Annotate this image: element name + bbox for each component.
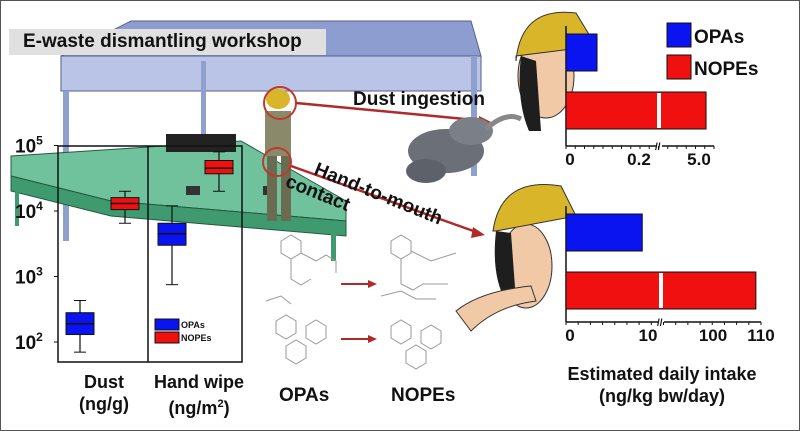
x-tick-label: 0 bbox=[565, 326, 574, 345]
bar-break-gap bbox=[659, 273, 663, 308]
hand-wipe-unit-text: (ng/m bbox=[168, 398, 218, 418]
hand-to-mouth-arrow bbox=[290, 164, 485, 238]
intake-axis-label-line2: (ng/kg bw/day) bbox=[599, 386, 725, 406]
box-nopes bbox=[204, 160, 234, 175]
legend-swatch-nopes bbox=[154, 331, 180, 344]
legend-label-opas: OPAs bbox=[181, 320, 205, 330]
y-tick-exponent: 2 bbox=[36, 330, 43, 344]
bar-opas bbox=[565, 33, 598, 72]
worker-illustration bbox=[262, 86, 297, 221]
x-tick-label: 110 bbox=[747, 326, 774, 345]
y-tick-exponent: 5 bbox=[36, 134, 43, 148]
y-tick-label: 104 bbox=[15, 199, 43, 223]
molecule-structures-illustration bbox=[265, 234, 457, 370]
hand-wipe-label: Hand wipe bbox=[153, 372, 244, 392]
x-tick-label: 10 bbox=[639, 326, 658, 345]
legend-label-nopes: NOPEs bbox=[181, 333, 212, 343]
x-tick-label: 100 bbox=[699, 326, 727, 345]
group-label-dust: Dust (ng/g) bbox=[59, 371, 149, 415]
x-tick-label: 5.0 bbox=[687, 150, 711, 169]
label-dust-ingestion: Dust ingestion bbox=[353, 89, 485, 110]
label-nopes-structures: NOPEs bbox=[391, 385, 456, 406]
title: E-waste dismantling workshop bbox=[23, 31, 302, 52]
axis-break-mark: // bbox=[655, 142, 661, 153]
bar-break-gap bbox=[657, 93, 661, 128]
worker-head-top-illustration bbox=[515, 11, 597, 131]
legend-swatch-opas bbox=[666, 22, 692, 48]
conversion-arrows bbox=[341, 280, 377, 343]
label-opas-structures: OPAs bbox=[279, 385, 330, 406]
hand-wipe-unit-end: ) bbox=[223, 398, 230, 418]
x-tick-label: 0.2 bbox=[627, 150, 651, 169]
title-banner: E-waste dismantling workshop bbox=[9, 29, 326, 55]
y-tick-exponent: 3 bbox=[36, 265, 43, 279]
x-tick-label: 0 bbox=[565, 150, 574, 169]
dust-unit: (ng/g) bbox=[79, 394, 129, 414]
intake-axis-label-line1: Estimated daily intake bbox=[567, 364, 757, 384]
y-tick-label: 105 bbox=[15, 134, 43, 158]
legend-swatch-nopes bbox=[666, 54, 692, 80]
y-tick-label: 103 bbox=[15, 265, 43, 289]
legend-label-opas: OPAs bbox=[694, 27, 744, 48]
group-label-hand-wipe: Hand wipe (ng/m2) bbox=[141, 371, 257, 419]
dust-label: Dust bbox=[84, 372, 124, 392]
box-plot-frame bbox=[57, 145, 243, 363]
legend-swatch-opas bbox=[154, 318, 180, 331]
hand-wipe-unit-sup: 2 bbox=[217, 398, 224, 410]
worker-head-bottom-illustration bbox=[455, 184, 577, 332]
bar-nopes bbox=[565, 91, 707, 130]
bar-opas bbox=[565, 213, 643, 252]
dust-cloud-illustration bbox=[406, 114, 523, 183]
intake-axis-label: Estimated daily intake (ng/kg bw/day) bbox=[549, 363, 775, 407]
hand-wipe-unit: (ng/m2) bbox=[141, 393, 257, 419]
legend-label-nopes: NOPEs bbox=[694, 59, 758, 80]
axis-break-mark: // bbox=[657, 318, 663, 329]
y-tick-exponent: 4 bbox=[36, 199, 43, 213]
y-tick-label: 102 bbox=[15, 330, 43, 354]
